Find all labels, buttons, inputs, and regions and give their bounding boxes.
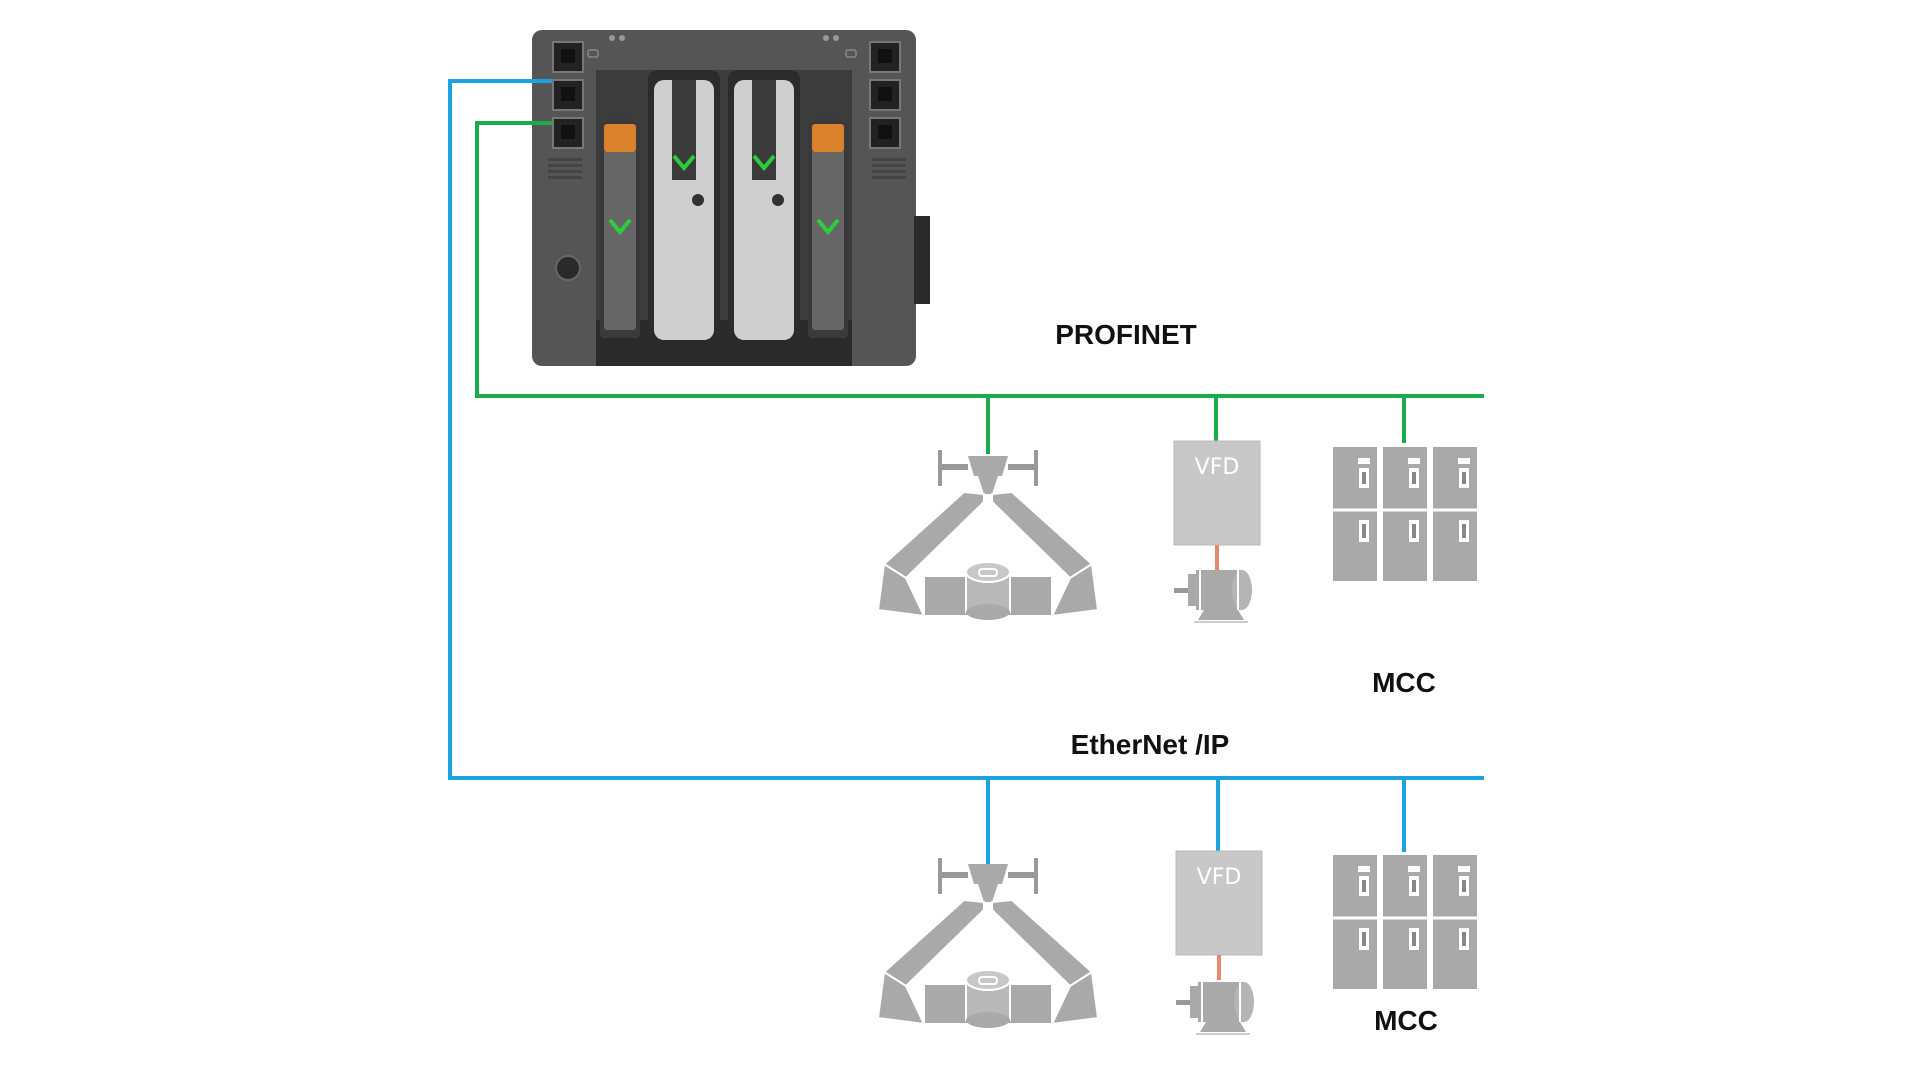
profinet-network: [475, 121, 1484, 454]
mcc-label: MCC: [1374, 1005, 1438, 1036]
plc-controller: [532, 30, 930, 366]
robot-gripper-icon: [877, 449, 1099, 621]
mcc-icon: [1328, 850, 1482, 994]
mcc-icon: [1328, 442, 1482, 586]
ethernet-ip-network: [448, 79, 1484, 864]
motor-icon: [1175, 981, 1255, 1035]
robot-gripper-icon: [877, 857, 1099, 1029]
ethernet-ip-trunk: [448, 79, 1484, 780]
profinet-label: PROFINET: [1055, 319, 1197, 350]
mcc-label: MCC: [1372, 667, 1436, 698]
ethernet-ip-label: EtherNet /IP: [1071, 729, 1230, 760]
vfd-icon: VFD: [1175, 850, 1263, 956]
profinet-trunk: [475, 121, 1484, 398]
vfd-icon: VFD: [1173, 440, 1261, 546]
motor-icon: [1173, 569, 1253, 623]
vfd-label: VFD: [1197, 865, 1242, 890]
vfd-label: VFD: [1195, 455, 1240, 480]
